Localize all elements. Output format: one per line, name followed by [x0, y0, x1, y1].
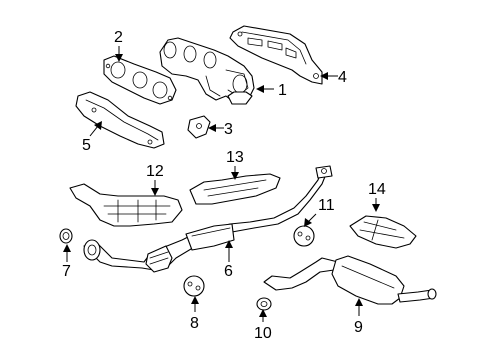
- callout-label-2: 2: [114, 29, 123, 46]
- part-muffler-assembly: [263, 255, 437, 305]
- arrowhead-3: [208, 124, 216, 132]
- callout-label-7: 7: [62, 263, 71, 280]
- arrowhead-1: [256, 85, 264, 93]
- callout-label-1: 1: [278, 82, 287, 99]
- callout-label-8: 8: [190, 315, 199, 332]
- callout-label-9: 9: [354, 319, 363, 336]
- callout-12: 12: [146, 163, 164, 196]
- arrowhead-10: [259, 309, 267, 317]
- arrowhead-5: [94, 121, 102, 130]
- callout-8: 8: [190, 296, 199, 332]
- callout-4: 4: [320, 69, 347, 86]
- callout-label-13: 13: [226, 149, 244, 166]
- callout-label-3: 3: [224, 121, 233, 138]
- callout-label-14: 14: [368, 181, 386, 198]
- callout-6: 6: [224, 240, 233, 280]
- arrowhead-9: [355, 298, 363, 306]
- arrowhead-7: [63, 244, 71, 252]
- callout-label-11: 11: [318, 197, 335, 214]
- arrowhead-13: [231, 172, 239, 180]
- part-gasket-small: [256, 297, 272, 311]
- leader-line-11: [307, 213, 317, 223]
- arrowhead-6: [225, 240, 233, 248]
- part-gasket-ring: [59, 228, 73, 244]
- callout-10: 10: [254, 309, 272, 342]
- part-hanger-front: [183, 275, 205, 297]
- callout-5: 5: [82, 121, 102, 154]
- callout-label-10: 10: [254, 325, 272, 342]
- arrowhead-2: [115, 54, 123, 62]
- part-upper-heat-shield: [229, 25, 323, 85]
- callout-14: 14: [368, 181, 386, 212]
- callout-2: 2: [114, 29, 123, 62]
- callout-label-4: 4: [338, 69, 347, 86]
- arrowhead-12: [151, 188, 159, 196]
- leader-line-5: [89, 125, 99, 137]
- arrowhead-4: [320, 72, 328, 80]
- callout-13: 13: [226, 149, 244, 180]
- part-rear-heat-insulator: [349, 215, 417, 249]
- arrowhead-8: [191, 296, 199, 304]
- callout-7: 7: [62, 244, 71, 280]
- callout-3: 3: [208, 121, 233, 138]
- part-center-heat-insulator: [189, 173, 281, 205]
- callout-9: 9: [354, 298, 363, 336]
- part-manifold-gasket: [103, 55, 177, 105]
- arrowhead-11: [304, 218, 312, 227]
- callout-1: 1: [256, 82, 287, 99]
- part-lower-heat-shield: [75, 91, 165, 149]
- part-front-heat-insulator: [69, 183, 183, 227]
- callout-label-12: 12: [146, 163, 164, 180]
- part-bracket: [187, 115, 211, 139]
- part-front-exhaust-pipe: [83, 165, 333, 273]
- callout-11: 11: [304, 197, 335, 227]
- arrowhead-14: [372, 204, 380, 212]
- callout-label-6: 6: [224, 263, 233, 280]
- part-hanger-rear: [293, 225, 315, 247]
- callout-label-5: 5: [82, 137, 91, 154]
- part-exhaust-manifold: [159, 37, 255, 105]
